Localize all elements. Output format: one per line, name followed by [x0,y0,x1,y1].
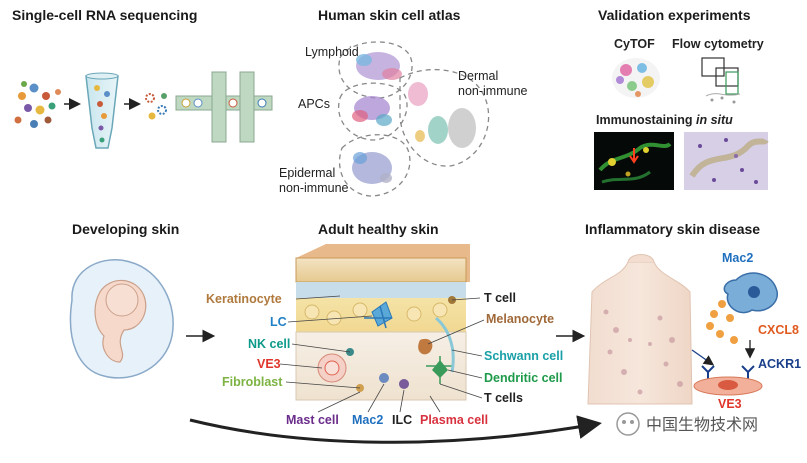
cluster-epidermal-2: non-immune [279,181,349,195]
immunostaining-image-histology [684,132,769,190]
watermark: 中国生物技术网 [616,412,758,436]
cluster-lymphoid: Lymphoid [305,45,359,59]
disease-label-mac2: Mac2 [722,251,753,265]
header-developing: Developing skin [72,221,179,237]
cell-suspension-icon [14,81,61,128]
header-inflammatory: Inflammatory skin disease [585,221,760,237]
label-melanocyte: Melanocyte [486,312,554,326]
header-scrna: Single-cell RNA sequencing [12,7,197,23]
receptor-icons [701,365,755,380]
label-mac2: Mac2 [352,413,383,427]
ve3-endothelial-cell [693,376,763,396]
validation-panel: CyTOF Flow cytometry Immunostaining in s… [594,37,769,190]
umap-plot: Lymphoid APCs Dermal non-immune Epiderma… [279,41,528,197]
label-nk-cell: NK cell [248,337,290,351]
torso-illustration [587,254,693,405]
flow-cytometry-plot [701,57,741,104]
microfluidic-tube-icon [85,72,119,149]
cluster-dermal-1: Dermal [458,69,498,83]
cluster-apcs: APCs [298,97,330,111]
cytof-label: CyTOF [614,37,655,51]
label-t-cell: T cell [484,291,516,305]
label-keratinocyte: Keratinocyte [206,292,282,306]
label-ackr1: ACKR1 [758,357,801,371]
leader-lines [279,295,485,413]
disease-label-ve3: VE3 [718,397,742,411]
immunostaining-label: Immunostaining in situ [596,113,733,127]
progression-arrow [189,415,602,444]
label-ve3: VE3 [257,357,281,371]
label-dendritic-cell: Dendritic cell [484,371,563,385]
droplet-chip-icon [175,71,273,143]
label-t-cells: T cells [484,391,523,405]
label-cxcl8: CXCL8 [758,323,799,337]
header-adult: Adult healthy skin [318,221,439,237]
flow-label: Flow cytometry [672,37,764,51]
mac2-cell-icon [706,272,779,344]
scrna-workflow [14,71,273,149]
label-plasma-cell: Plasma cell [420,413,488,427]
label-fibroblast: Fibroblast [222,375,283,389]
skin-cross-section [295,244,470,401]
header-validation: Validation experiments [598,7,751,23]
watermark-text: 中国生物技术网 [646,416,758,434]
cluster-epidermal-1: Epidermal [279,166,335,180]
wechat-icon [616,412,640,436]
header-atlas: Human skin cell atlas [318,7,461,23]
chemokine-arrow [691,349,715,366]
cluster-dermal-2: non-immune [458,84,528,98]
immunostaining-image-fluorescence [594,132,674,190]
label-lc: LC [270,315,287,329]
label-ilc: ILC [392,413,412,427]
cytof-plot [612,58,660,98]
label-schwann-cell: Schwann cell [484,349,563,363]
embryo-illustration [69,259,174,379]
barcoded-beads-icon [145,93,167,120]
label-mast-cell: Mast cell [286,413,339,427]
